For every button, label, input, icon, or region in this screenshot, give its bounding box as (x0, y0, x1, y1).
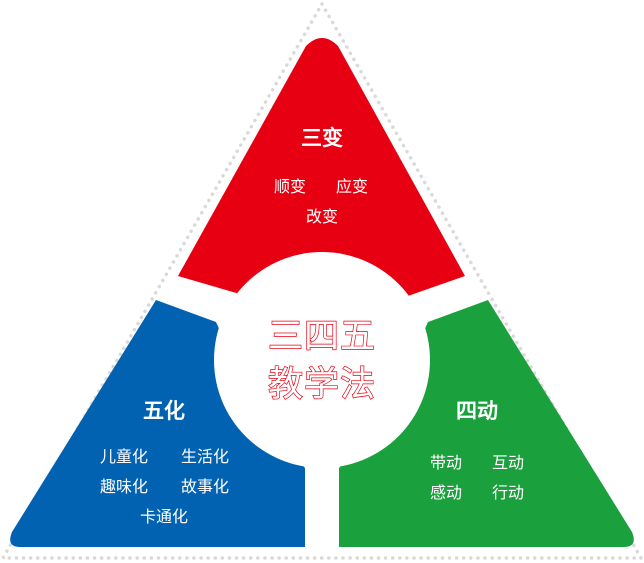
top-item-3: 改变 (306, 207, 338, 226)
top-item-2: 应变 (336, 177, 368, 196)
left-section-title: 五化 (143, 399, 185, 423)
right-section-title: 四动 (456, 399, 498, 423)
center-title-line-1: 三四五 (268, 317, 376, 357)
right-item-3: 感动 (430, 483, 462, 502)
left-item-3: 趣味化 (100, 477, 148, 496)
left-item-1: 儿童化 (100, 447, 148, 466)
center-circle (214, 252, 430, 468)
left-item-4: 故事化 (181, 477, 229, 496)
left-item-2: 生活化 (181, 447, 229, 466)
center-title-line-2: 教学法 (268, 365, 376, 405)
right-item-2: 互动 (492, 453, 524, 472)
right-item-1: 带动 (430, 453, 462, 472)
top-item-1: 顺变 (274, 177, 306, 196)
top-section-shape (178, 38, 465, 297)
top-section-title: 三变 (301, 126, 343, 150)
left-item-5: 卡通化 (140, 507, 188, 526)
right-item-4: 行动 (492, 483, 524, 502)
